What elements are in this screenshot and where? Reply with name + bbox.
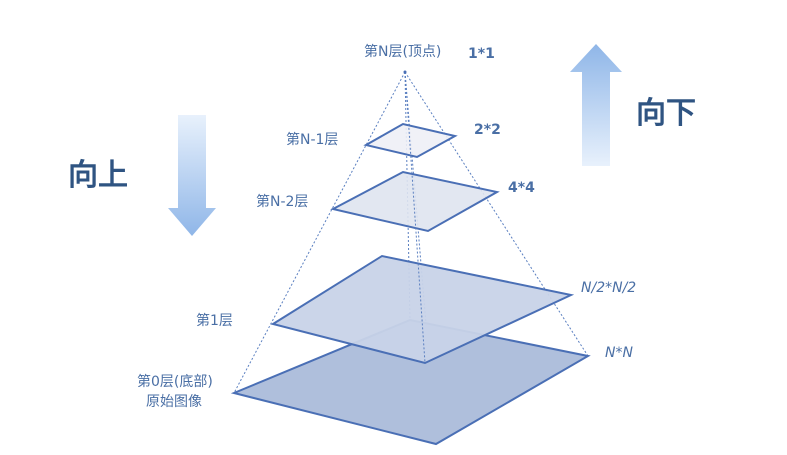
label-l1: 第1层 bbox=[196, 313, 233, 329]
label-n1-size: 2*2 bbox=[474, 122, 501, 138]
label-l0-line1: 第0层(底部) bbox=[137, 374, 213, 390]
label-n2-size: 4*4 bbox=[508, 180, 535, 196]
layer-n-2 bbox=[330, 170, 500, 233]
label-top-size: 1*1 bbox=[468, 46, 495, 62]
edge-left bbox=[233, 71, 406, 394]
edge-front-visible bbox=[404, 71, 426, 364]
label-l0-line2: 原始图像 bbox=[146, 394, 202, 410]
edge-right bbox=[404, 71, 589, 357]
label-top: 第N层(顶点) bbox=[364, 44, 442, 60]
down-arrow bbox=[168, 115, 216, 236]
up-arrow-label: 向下 bbox=[636, 96, 696, 131]
label-n2: 第N-2层 bbox=[256, 194, 309, 210]
down-arrow-label: 向上 bbox=[68, 158, 128, 193]
up-arrow bbox=[570, 44, 622, 166]
label-l1-size: N/2*N/2 bbox=[581, 280, 637, 296]
label-n1: 第N-1层 bbox=[286, 132, 339, 148]
label-l0-size: N*N bbox=[605, 345, 633, 361]
layer-n-1 bbox=[363, 122, 458, 159]
apex-point bbox=[403, 70, 407, 74]
layer-1 bbox=[270, 254, 575, 365]
